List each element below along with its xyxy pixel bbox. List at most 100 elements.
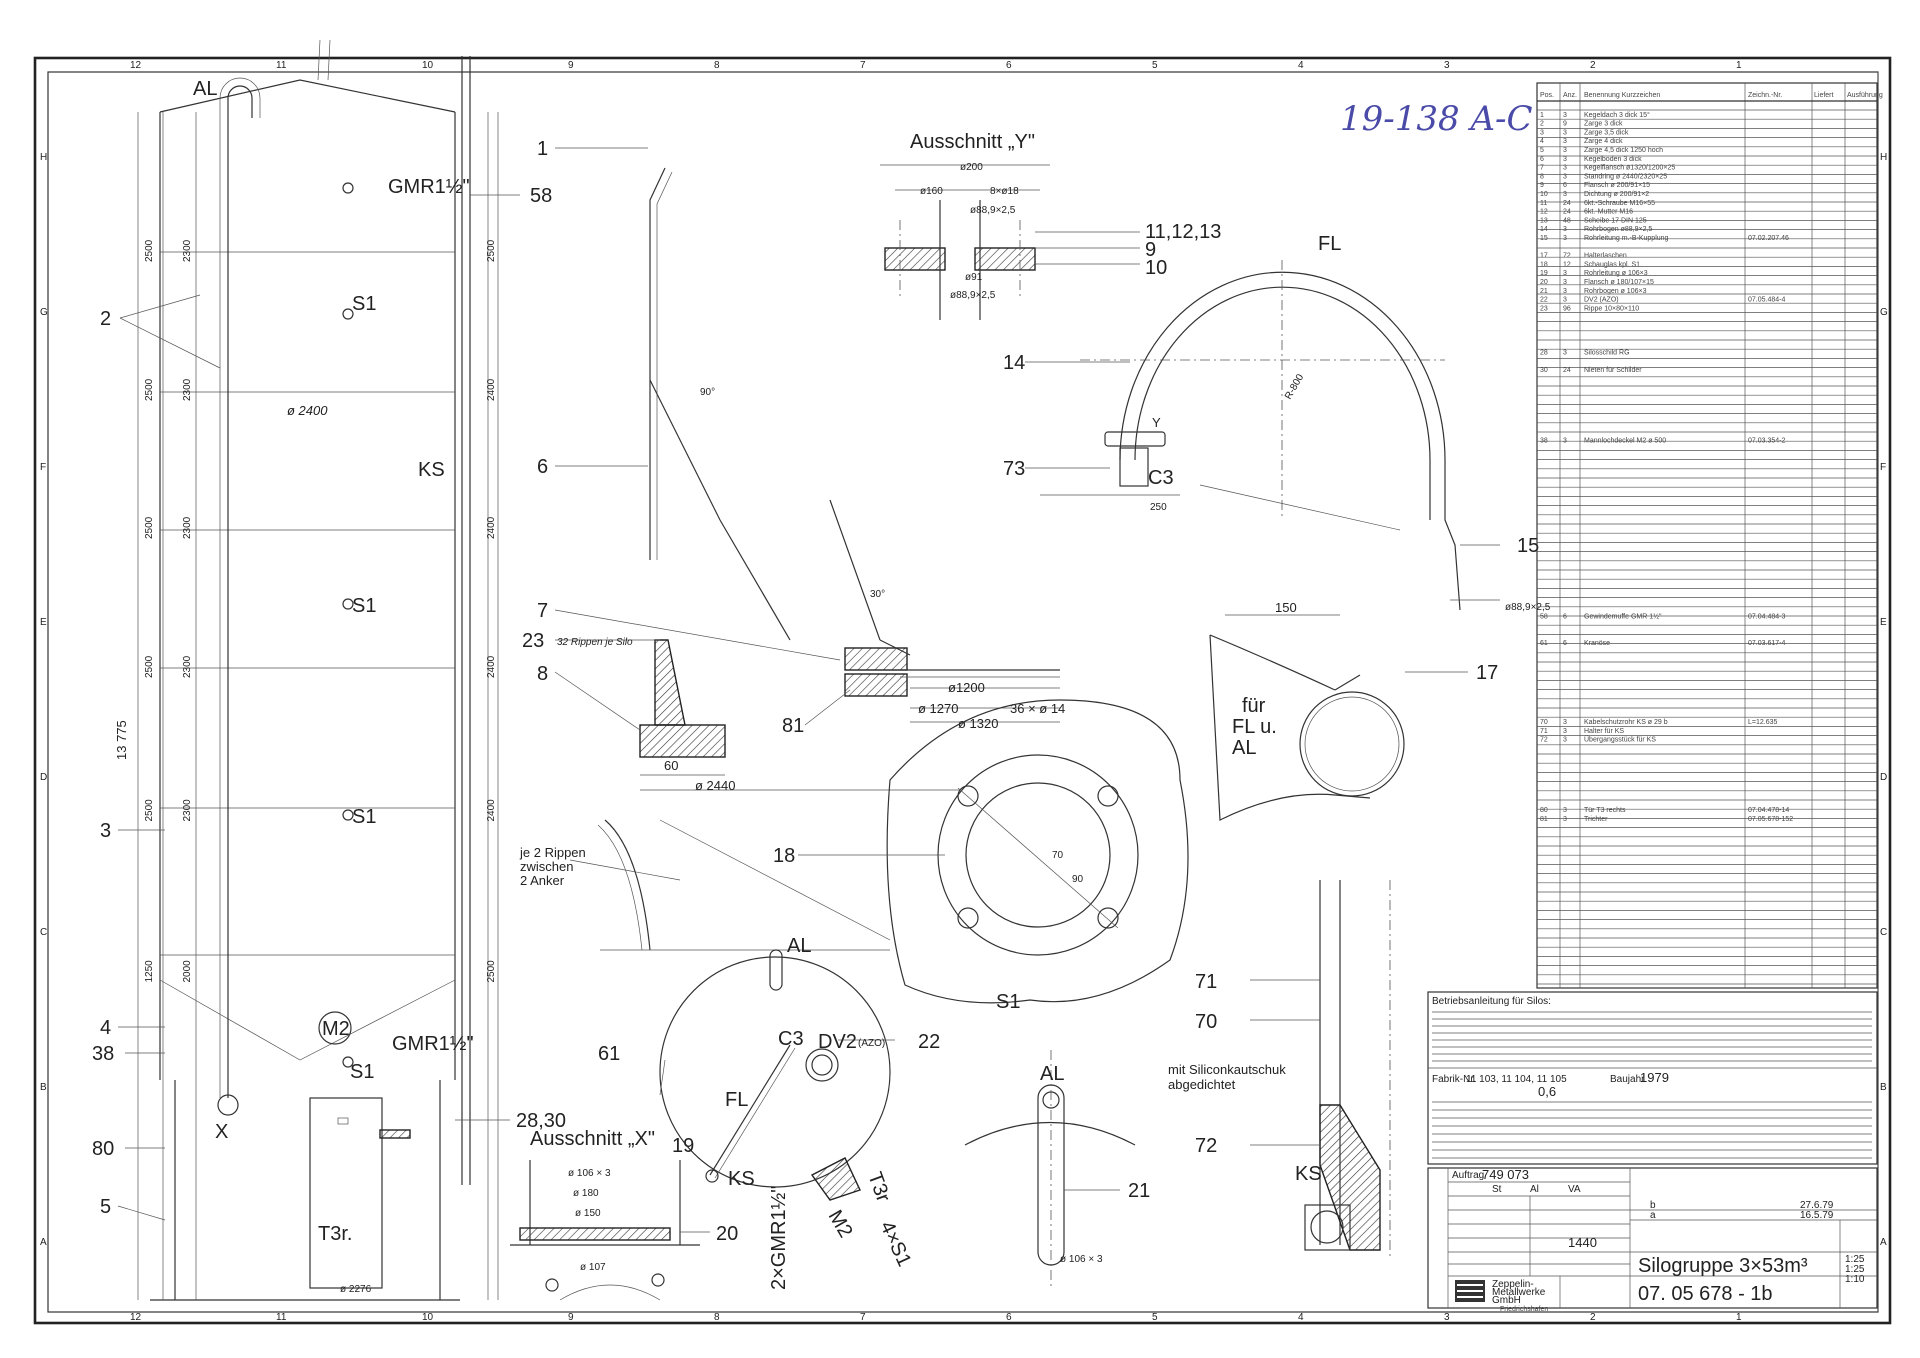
parts-row-qty: 24 — [1563, 209, 1571, 216]
parts-row-name: Scheibe 17 DIN 125 — [1584, 217, 1647, 224]
pipe-bend-detail — [1025, 260, 1500, 611]
parts-row-name: 6kt.-Schraube M16×55 — [1584, 200, 1655, 207]
parts-row-qty: 3 — [1563, 138, 1567, 145]
grid-column-label-top: 10 — [422, 60, 434, 71]
bracket-text-2: FL u. — [1232, 716, 1277, 738]
s1-flange-detail — [798, 699, 1189, 1004]
callout-1: 1 — [537, 138, 548, 160]
dimension-inner-value: 2300 — [182, 516, 193, 539]
parts-row-qty: 96 — [1563, 305, 1571, 312]
parts-row-pos: 72 — [1540, 737, 1548, 744]
grid-row-label-left: D — [40, 772, 47, 783]
ribs-note-2: zwischen — [520, 859, 573, 874]
parts-row-name: Zarge 4,5 dick 1250 hoch — [1584, 147, 1663, 154]
material-st: St — [1492, 1184, 1502, 1195]
material-va: VA — [1568, 1184, 1581, 1195]
top-view-m2-label: M2 — [824, 1207, 857, 1242]
parts-list-header: Zeichn.-Nr. — [1748, 92, 1782, 99]
callout-2: 2 — [100, 308, 111, 330]
parts-row-pos: 70 — [1540, 719, 1548, 726]
grid-column-label-bottom: 8 — [714, 1312, 720, 1323]
al-label: AL — [193, 78, 217, 100]
grid-column-label-top: 5 — [1152, 60, 1158, 71]
callout-10: 10 — [1145, 257, 1167, 279]
baujahr-value: 1979 — [1640, 1070, 1669, 1085]
s1-label-middle: S1 — [352, 595, 376, 617]
parts-row-name: Kegeldach 3 dick 15° — [1584, 111, 1650, 119]
parts-list-header: Liefert — [1814, 92, 1834, 99]
parts-row-qty: 3 — [1563, 288, 1567, 295]
x-section-marker: X — [215, 1121, 228, 1143]
parts-row-pos: 21 — [1540, 288, 1548, 295]
dim-70: 70 — [1052, 850, 1064, 861]
parts-list-header: Pos. — [1540, 92, 1554, 99]
parts-row-drawing: 07.05.678-152 — [1748, 816, 1793, 823]
dv2-sub-label: (AZO) — [858, 1038, 885, 1049]
callout-72: 72 — [1195, 1135, 1217, 1157]
parts-row-pos: 5 — [1540, 147, 1544, 154]
grid-column-label-top: 9 — [568, 60, 574, 71]
company-line-2: Metallwerke — [1492, 1287, 1546, 1298]
dimension-right-value: 2400 — [486, 378, 497, 401]
parts-row-pos: 4 — [1540, 138, 1544, 145]
s1-label-bottom: S1 — [350, 1061, 374, 1083]
callout-81: 81 — [782, 715, 804, 737]
grid-row-label-left: E — [40, 617, 47, 628]
section-y-flange — [880, 164, 1140, 320]
dim-180: ø 180 — [573, 1188, 599, 1199]
radius-800: R-800 — [1283, 372, 1306, 401]
parts-row-name: Zarge 3 dick — [1584, 121, 1623, 128]
dimension-inner-value: 2300 — [182, 378, 193, 401]
angle-90: 90° — [700, 387, 715, 398]
callout-9: 9 — [1145, 239, 1156, 261]
grid-column-label-top: 8 — [714, 60, 720, 71]
dimension-left-value: 2500 — [144, 799, 155, 822]
parts-row-qty: 48 — [1563, 217, 1571, 224]
grid-row-label-left: G — [40, 307, 48, 318]
dimension-right-value: 2400 — [486, 516, 497, 539]
parts-row-qty: 9 — [1563, 121, 1567, 128]
parts-row-pos: 28 — [1540, 349, 1548, 356]
parts-list-table — [1536, 82, 1878, 989]
grid-row-label-right: B — [1880, 1082, 1887, 1093]
parts-row-name: Gewindemuffe GMR 1½" — [1584, 612, 1662, 620]
parts-row-qty: 3 — [1563, 191, 1567, 198]
drawing-number: 07. 05 678 - 1b — [1638, 1283, 1773, 1305]
parts-row-pos: 30 — [1540, 367, 1548, 374]
baujahr-label: Baujahr — [1610, 1074, 1645, 1085]
callout-73: 73 — [1003, 458, 1025, 480]
parts-row-name: Tür T3 rechts — [1584, 807, 1626, 814]
parts-row-name: Schauglas kpl. S1 — [1584, 261, 1640, 268]
grid-column-label-top: 2 — [1590, 60, 1596, 71]
scale-3: 1:10 — [1845, 1274, 1865, 1285]
parts-row-pos: 18 — [1540, 261, 1548, 268]
parts-row-qty: 3 — [1563, 297, 1567, 304]
callout-21: 21 — [1128, 1180, 1150, 1202]
parts-row-pos: 3 — [1540, 129, 1544, 136]
revision-a: a — [1650, 1210, 1656, 1221]
grid-column-label-top: 4 — [1298, 60, 1304, 71]
callout-58: 58 — [530, 185, 552, 207]
grid-row-label-right: E — [1880, 617, 1887, 628]
notes-title: Betriebsanleitung für Silos: — [1432, 996, 1551, 1007]
fl-label: FL — [1318, 233, 1341, 255]
top-view-ks-label: KS — [728, 1168, 755, 1190]
parts-row-name: Trichter — [1584, 816, 1608, 823]
bulk-density-value: 0,6 — [1538, 1084, 1556, 1099]
parts-list-header: Ausführung — [1847, 92, 1883, 99]
